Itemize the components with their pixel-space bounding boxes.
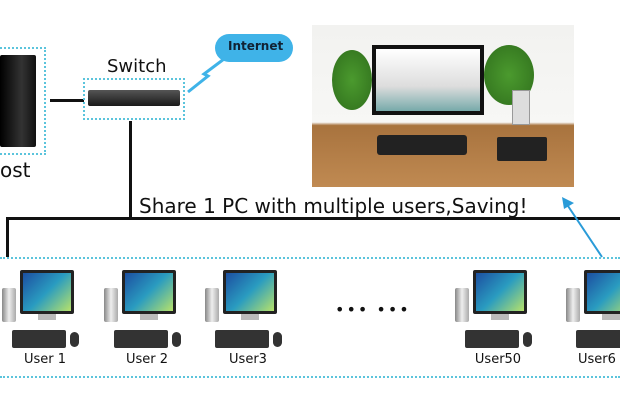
monitor-icon (473, 270, 527, 314)
host-label: ost (0, 158, 31, 182)
host-tower-icon (0, 55, 36, 147)
plant-icon (332, 50, 372, 110)
user-workstation: User3 (205, 270, 295, 370)
switch-box (83, 78, 185, 120)
user-workstation: User6 (566, 270, 620, 370)
keyboard-icon (576, 330, 620, 348)
arrow-icon (562, 197, 603, 258)
keyboard-icon (12, 330, 66, 348)
monitor-icon (122, 270, 176, 314)
mouse-icon (523, 332, 532, 347)
thin-client-icon (104, 288, 118, 322)
mouse-icon (172, 332, 181, 347)
monitor-icon (372, 45, 484, 115)
caption: Share 1 PC with multiple users,Saving! (139, 194, 528, 218)
main-bus-line (6, 217, 620, 220)
user-label: User6 (578, 352, 616, 367)
internet-cloud-icon (215, 34, 293, 62)
user-workstation: User 1 (2, 270, 92, 370)
ellipsis: ••• ••• (335, 300, 411, 319)
mouse-icon (273, 332, 282, 347)
thin-client-icon (566, 288, 580, 322)
internet-label: Internet (228, 39, 284, 53)
user-workstation: User 2 (104, 270, 194, 370)
host-box (0, 47, 46, 155)
notebook-icon (497, 137, 547, 161)
user-label: User 2 (125, 352, 169, 367)
thin-client-icon (205, 288, 219, 322)
internet-link-icon (187, 54, 229, 94)
monitor-icon (20, 270, 74, 314)
thin-client-icon (512, 90, 530, 125)
monitor-icon (223, 270, 277, 314)
switch-device-icon (88, 90, 180, 106)
monitor-icon (584, 270, 620, 314)
shared-pc-photo (312, 25, 574, 187)
thin-client-icon (455, 288, 469, 322)
mouse-icon (70, 332, 79, 347)
users-bottom-border (0, 376, 620, 378)
thin-client-icon (2, 288, 16, 322)
user-label: User 1 (23, 352, 67, 367)
keyboard-icon (377, 135, 467, 155)
user-label: User50 (474, 352, 522, 367)
keyboard-icon (215, 330, 269, 348)
user-label: User3 (229, 352, 267, 367)
switch-label: Switch (107, 56, 167, 77)
host-switch-link (50, 99, 84, 102)
switch-down-link (129, 121, 132, 218)
users-top-border (0, 257, 620, 259)
keyboard-icon (114, 330, 168, 348)
left-drop-line (6, 217, 9, 257)
keyboard-icon (465, 330, 519, 348)
user-workstation: User50 (455, 270, 545, 370)
